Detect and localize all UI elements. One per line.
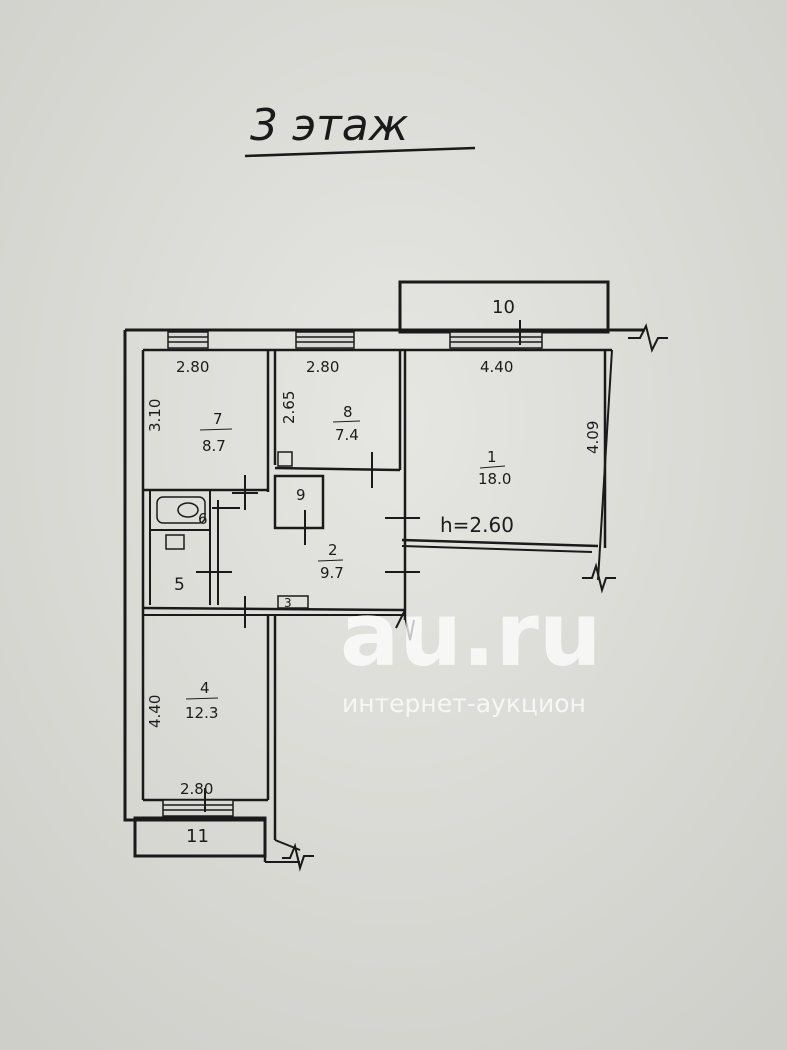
room4-width: 2.80 bbox=[180, 780, 213, 798]
room-2-number: 2 bbox=[328, 541, 338, 559]
watermark-brand: au.ru bbox=[340, 583, 602, 686]
room-5-number: 5 bbox=[174, 575, 185, 595]
balcony-10-number: 10 bbox=[492, 297, 515, 318]
room7-width: 2.80 bbox=[176, 358, 209, 376]
room1-length: 4.09 bbox=[584, 421, 602, 454]
room8-length: 2.65 bbox=[280, 391, 298, 424]
balcony-11-number: 11 bbox=[186, 826, 209, 847]
room-2-area: 9.7 bbox=[320, 564, 344, 582]
room-7-number: 7 bbox=[213, 410, 223, 428]
room-9-number: 9 bbox=[296, 486, 306, 504]
room-3-number: 3 bbox=[284, 596, 292, 610]
floor-title: 3 этаж bbox=[250, 100, 409, 151]
room-1-area: 18.0 bbox=[478, 470, 511, 488]
ceiling-height: h=2.60 bbox=[440, 513, 514, 537]
watermark: au.ru интернет-аукцион bbox=[340, 583, 602, 718]
title-underline bbox=[244, 146, 476, 158]
room7-length: 3.10 bbox=[146, 399, 164, 432]
fixtures bbox=[156, 451, 309, 609]
room-labels: 1 18.0 2 9.7 4 12.3 5 6 7 8.7 8 7.4 9 3 … bbox=[174, 297, 515, 847]
room-1-number: 1 bbox=[487, 448, 497, 466]
room1-width: 4.40 bbox=[480, 358, 513, 376]
room-4-area: 12.3 bbox=[185, 704, 218, 722]
walls bbox=[123, 328, 645, 863]
balcony-11 bbox=[133, 816, 267, 858]
room8-width: 2.80 bbox=[306, 358, 339, 376]
room-8-number: 8 bbox=[343, 403, 353, 421]
room-6-number: 6 bbox=[198, 510, 208, 528]
watermark-tagline: интернет-аукцион bbox=[342, 689, 586, 718]
dimension-labels: 2.80 2.80 4.40 2.80 3.10 2.65 4.09 4.40 bbox=[146, 358, 602, 798]
room-7-area: 8.7 bbox=[202, 437, 226, 455]
windows bbox=[162, 331, 543, 817]
door-marks bbox=[196, 320, 521, 812]
room4-length: 4.40 bbox=[146, 695, 164, 728]
room-4-number: 4 bbox=[200, 679, 210, 697]
break-marks bbox=[282, 323, 668, 872]
room-8-area: 7.4 bbox=[335, 426, 359, 444]
